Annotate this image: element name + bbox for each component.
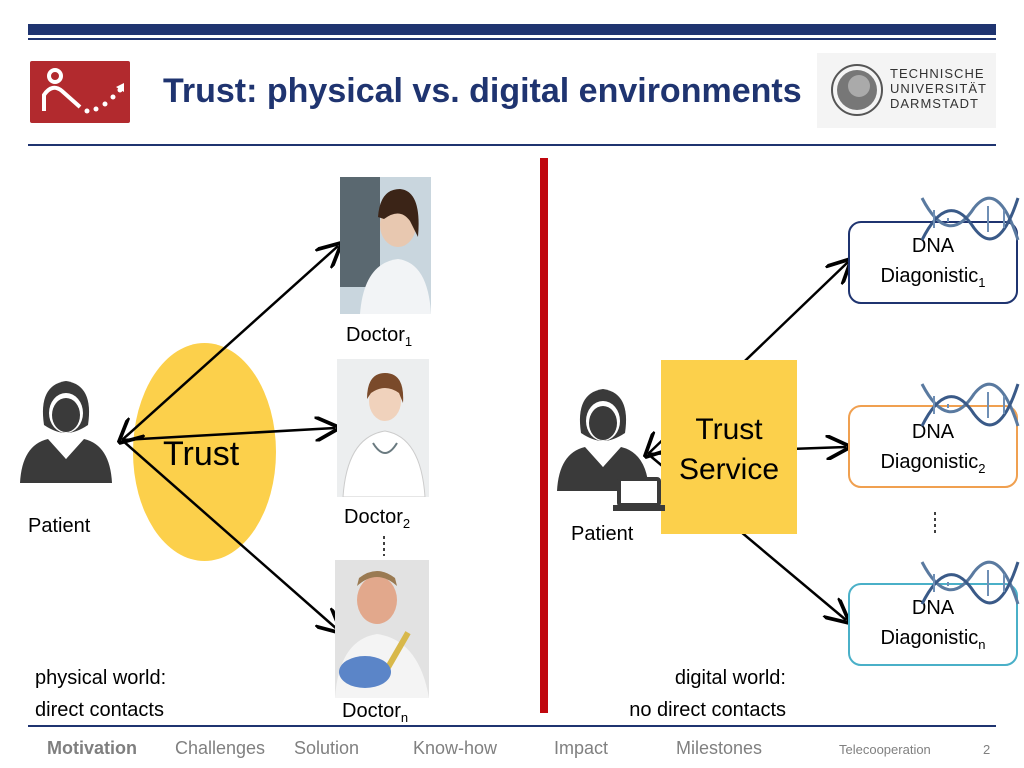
nav-motivation[interactable]: Motivation: [47, 738, 137, 758]
digital-world-caption: digital world: no direct contacts: [590, 662, 786, 726]
digital-caption-line1: digital world:: [674, 667, 786, 689]
dna-helix-icon: [920, 382, 1020, 427]
nav-impact[interactable]: Impact: [554, 738, 609, 758]
patient-with-laptop-icon: [553, 383, 665, 518]
dna-2-line2: Diagonistic: [880, 451, 979, 473]
doctor-2-sub: 2: [402, 516, 411, 531]
doctor-n-name: Doctor: [342, 700, 401, 722]
header-bar-thick: [28, 24, 996, 35]
nav-challenges[interactable]: Challenges: [175, 738, 266, 758]
page-number: 2: [983, 742, 991, 757]
dna-1-line1: DNA: [911, 235, 955, 257]
telecooperation-logo: [30, 61, 130, 123]
tu-line2: UNIVERSITÄT: [890, 81, 987, 96]
tu-line1: TECHNISCHE: [890, 66, 985, 81]
tu-line3: DARMSTADT: [890, 96, 979, 111]
dna-2-text: DNA Diagonistic2: [850, 417, 1016, 484]
page-title: Trust: physical vs. digital environments: [163, 72, 802, 110]
dna-helix-icon: [920, 560, 1020, 605]
physical-caption-line2: direct contacts: [35, 699, 164, 721]
arrow-to-doctor-n: [121, 439, 338, 630]
nav-solution[interactable]: Solution: [294, 738, 360, 758]
dna-1-sub: 1: [978, 275, 986, 290]
physical-world-caption: physical world: direct contacts: [35, 662, 166, 726]
doctor-1-name: Doctor: [346, 324, 405, 346]
doctor-n-label: Doctorn: [342, 700, 408, 725]
tu-darmstadt-logo: [817, 53, 996, 128]
doctor-1-label: Doctor1: [346, 324, 412, 349]
doctor-n-photo: [335, 560, 429, 698]
doctor-2-photo: [337, 359, 429, 497]
dna-1-line2: Diagonistic: [880, 265, 979, 287]
dna-n-line2-wrap: Diagonisticn: [850, 623, 1016, 660]
digital-caption-line2: no direct contacts: [629, 699, 786, 721]
doctor-n-sub: n: [400, 710, 409, 725]
patient-label-left: Patient: [28, 515, 91, 537]
trust-service-line2: Service: [678, 453, 780, 486]
dna-1-line2-wrap: Diagonistic1: [850, 261, 1016, 298]
trust-service-line1: Trust: [695, 413, 763, 446]
dna-n-line2: Diagonistic: [880, 627, 979, 649]
trust-service-label: Trust Service: [661, 410, 797, 490]
dna-service-1: DNA Diagonistic1: [848, 221, 1018, 304]
doctor-1-photo: [340, 177, 431, 314]
trust-service-box: [661, 360, 797, 534]
vertical-divider: [540, 158, 548, 713]
patient-icon-left: [16, 375, 116, 492]
doctor-2-label: Doctor2: [344, 506, 410, 531]
footer-line: [28, 725, 996, 727]
dna-1-text: DNA Diagonistic1: [850, 231, 1016, 298]
patient-label-right: Patient: [571, 523, 634, 545]
header-bar-thin: [28, 38, 996, 40]
nav-know-how[interactable]: Know-how: [413, 738, 498, 758]
nav-milestones[interactable]: Milestones: [676, 738, 763, 758]
dna-service-2: DNA Diagonistic2: [848, 405, 1018, 488]
dna-n-sub: n: [978, 637, 986, 652]
doctor-1-sub: 1: [404, 334, 413, 349]
trust-label: Trust: [163, 435, 240, 473]
physical-caption-line1: physical world:: [35, 667, 167, 689]
arrow-to-doctor-1: [122, 246, 338, 440]
doctor-2-name: Doctor: [344, 506, 403, 528]
arrow-to-doctor-2: [121, 428, 335, 440]
footer-group-label: Telecooperation: [839, 742, 931, 757]
dna-2-sub: 2: [978, 461, 986, 476]
dna-2-line1: DNA: [911, 421, 955, 443]
dna-2-line2-wrap: Diagonistic2: [850, 447, 1016, 484]
dna-service-n: DNA Diagonisticn: [848, 583, 1018, 666]
dna-helix-icon: [920, 196, 1020, 241]
header-underline: [28, 144, 996, 146]
tu-darmstadt-wordmark: TECHNISCHE UNIVERSITÄT DARMSTADT: [890, 66, 987, 111]
